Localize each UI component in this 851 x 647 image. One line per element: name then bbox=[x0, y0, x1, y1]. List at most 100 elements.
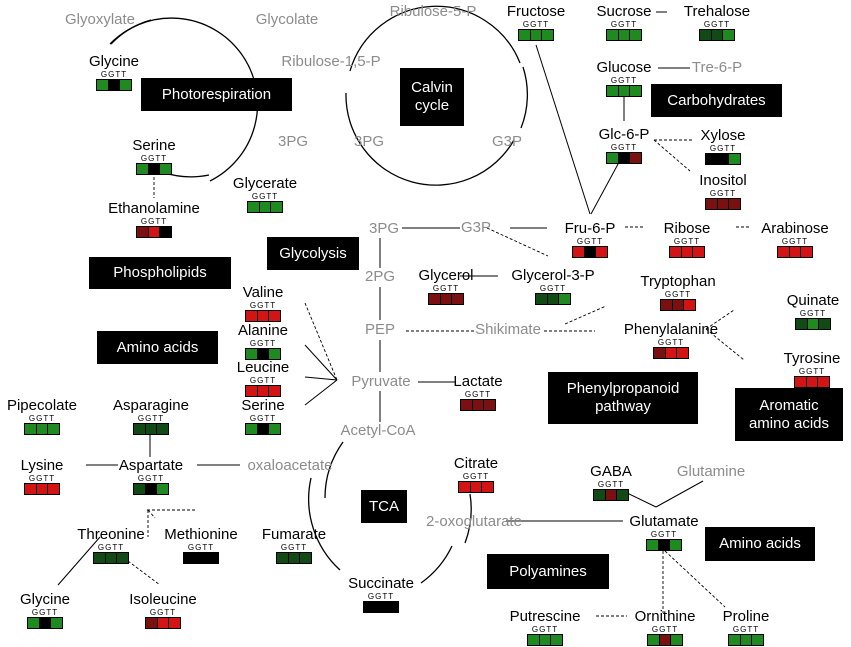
heatmap-column-header: GGTT bbox=[464, 390, 492, 399]
metabolite-isoleucine: Isoleucine bbox=[129, 591, 197, 608]
heatmap-sucrose: GGTT bbox=[606, 20, 642, 41]
heatmap-cell-2 bbox=[711, 30, 724, 40]
heatmap-cell-1 bbox=[134, 424, 146, 434]
heatmap-cell-3 bbox=[482, 482, 494, 492]
heatmap-cell-1 bbox=[796, 319, 808, 329]
heatmap-cell-2 bbox=[806, 377, 819, 387]
heatmap-column-header: GGTT bbox=[28, 414, 56, 423]
heatmap-column-header: GGTT bbox=[610, 76, 638, 85]
cycle-arc bbox=[345, 92, 515, 186]
heatmap-column-header: GGTT bbox=[610, 20, 638, 29]
heatmap-cell-1 bbox=[528, 635, 540, 645]
heatmap-cell-2 bbox=[157, 618, 170, 628]
heatmap-cell-3 bbox=[671, 635, 683, 645]
heatmap-cells bbox=[572, 246, 608, 258]
heatmap-cell-2 bbox=[472, 400, 485, 410]
heatmap-cell-2 bbox=[257, 424, 270, 434]
heatmap-cell-1 bbox=[573, 247, 585, 257]
heatmap-cells bbox=[24, 483, 60, 495]
pathway-box-tca: TCA bbox=[361, 490, 407, 523]
heatmap-cell-1 bbox=[28, 618, 40, 628]
metabolite-ribose: Ribose bbox=[663, 220, 711, 237]
heatmap-glc-6-p: GGTT bbox=[606, 143, 642, 164]
metabolite-ribulose-15-p: Ribulose-1,5-P bbox=[281, 53, 381, 70]
heatmap-column-header: GGTT bbox=[657, 338, 685, 347]
heatmap-cells bbox=[245, 423, 281, 435]
solid-connection bbox=[304, 376, 338, 381]
metabolite-glycerol: Glycerol bbox=[418, 267, 474, 284]
metabolite-fru-6-p: Fru-6-P bbox=[564, 220, 616, 237]
dashed-connection bbox=[119, 554, 161, 586]
heatmap-cell-3 bbox=[160, 227, 172, 237]
heatmap-cell-3 bbox=[452, 294, 464, 304]
heatmap-cell-2 bbox=[672, 300, 685, 310]
heatmap-cell-3 bbox=[670, 540, 682, 550]
heatmap-cell-3 bbox=[48, 484, 60, 494]
heatmap-cell-2 bbox=[108, 80, 121, 90]
metabolite-g3p-glyc: G3P bbox=[460, 219, 492, 236]
heatmap-cells bbox=[795, 318, 831, 330]
metabolite-2pg: 2PG bbox=[364, 268, 396, 285]
heatmap-cells bbox=[145, 617, 181, 629]
heatmap-alanine: GGTT bbox=[245, 339, 281, 360]
metabolite-glc-6-p: Glc-6-P bbox=[598, 126, 650, 143]
metabolite-inositol: Inositol bbox=[699, 172, 747, 189]
metabolite-tryptophan: Tryptophan bbox=[640, 273, 716, 290]
heatmap-lactate: GGTT bbox=[460, 390, 496, 411]
heatmap-cell-2 bbox=[717, 154, 730, 164]
heatmap-cell-2 bbox=[145, 424, 158, 434]
metabolite-pipecolate: Pipecolate bbox=[6, 397, 78, 414]
metabolite-glyoxylate: Glyoxylate bbox=[64, 11, 136, 28]
heatmap-tryptophan: GGTT bbox=[660, 290, 696, 311]
heatmap-putrescine: GGTT bbox=[527, 625, 563, 646]
heatmap-cell-1 bbox=[246, 424, 258, 434]
metabolite-aspartate: Aspartate bbox=[118, 457, 184, 474]
heatmap-cell-1 bbox=[519, 30, 531, 40]
heatmap-cell-1 bbox=[536, 294, 548, 304]
heatmap-column-header: GGTT bbox=[703, 20, 731, 29]
heatmap-phenylalanine: GGTT bbox=[653, 338, 689, 359]
heatmap-cells bbox=[705, 153, 741, 165]
heatmap-cell-2 bbox=[530, 30, 543, 40]
heatmap-cell-1 bbox=[184, 553, 196, 563]
heatmap-cell-2 bbox=[740, 635, 753, 645]
heatmap-cell-2 bbox=[440, 294, 453, 304]
heatmap-cell-2 bbox=[145, 484, 158, 494]
heatmap-cells bbox=[133, 483, 169, 495]
pathway-box-calvin: Calvin cycle bbox=[400, 68, 464, 126]
metabolite-xylose: Xylose bbox=[700, 127, 746, 144]
heatmap-cell-3 bbox=[269, 311, 281, 321]
heatmap-cell-3 bbox=[551, 635, 563, 645]
heatmap-xylose: GGTT bbox=[705, 144, 741, 165]
dashed-connection bbox=[705, 328, 745, 361]
heatmap-cells bbox=[245, 385, 281, 397]
solid-connection bbox=[304, 344, 338, 381]
heatmap-cell-3 bbox=[269, 424, 281, 434]
heatmap-column-header: GGTT bbox=[462, 472, 490, 481]
heatmap-cell-3 bbox=[117, 553, 129, 563]
heatmap-glycerol: GGTT bbox=[428, 284, 464, 305]
heatmap-methionine: GGTT bbox=[183, 543, 219, 564]
dashed-connection bbox=[304, 302, 338, 381]
heatmap-cell-1 bbox=[778, 247, 790, 257]
heatmap-pipecolate: GGTT bbox=[24, 414, 60, 435]
heatmap-cells bbox=[276, 552, 312, 564]
heatmap-ribose: GGTT bbox=[669, 237, 705, 258]
heatmap-column-header: GGTT bbox=[100, 70, 128, 79]
heatmap-column-header: GGTT bbox=[732, 625, 760, 634]
metabolite-fumarate: Fumarate bbox=[261, 526, 327, 543]
heatmap-column-header: GGTT bbox=[522, 20, 550, 29]
heatmap-succinate: GGTT bbox=[363, 592, 399, 613]
heatmap-fructose: GGTT bbox=[518, 20, 554, 41]
heatmap-cells bbox=[24, 423, 60, 435]
heatmap-cells bbox=[245, 348, 281, 360]
heatmap-cell-3 bbox=[693, 247, 705, 257]
heatmap-cell-1 bbox=[137, 164, 149, 174]
heatmap-leucine: GGTT bbox=[245, 376, 281, 397]
heatmap-column-header: GGTT bbox=[137, 414, 165, 423]
heatmap-cell-1 bbox=[246, 386, 258, 396]
heatmap-column-header: GGTT bbox=[28, 474, 56, 483]
heatmap-cells bbox=[527, 634, 563, 646]
heatmap-cell-3 bbox=[269, 349, 281, 359]
heatmap-column-header: GGTT bbox=[367, 592, 395, 601]
